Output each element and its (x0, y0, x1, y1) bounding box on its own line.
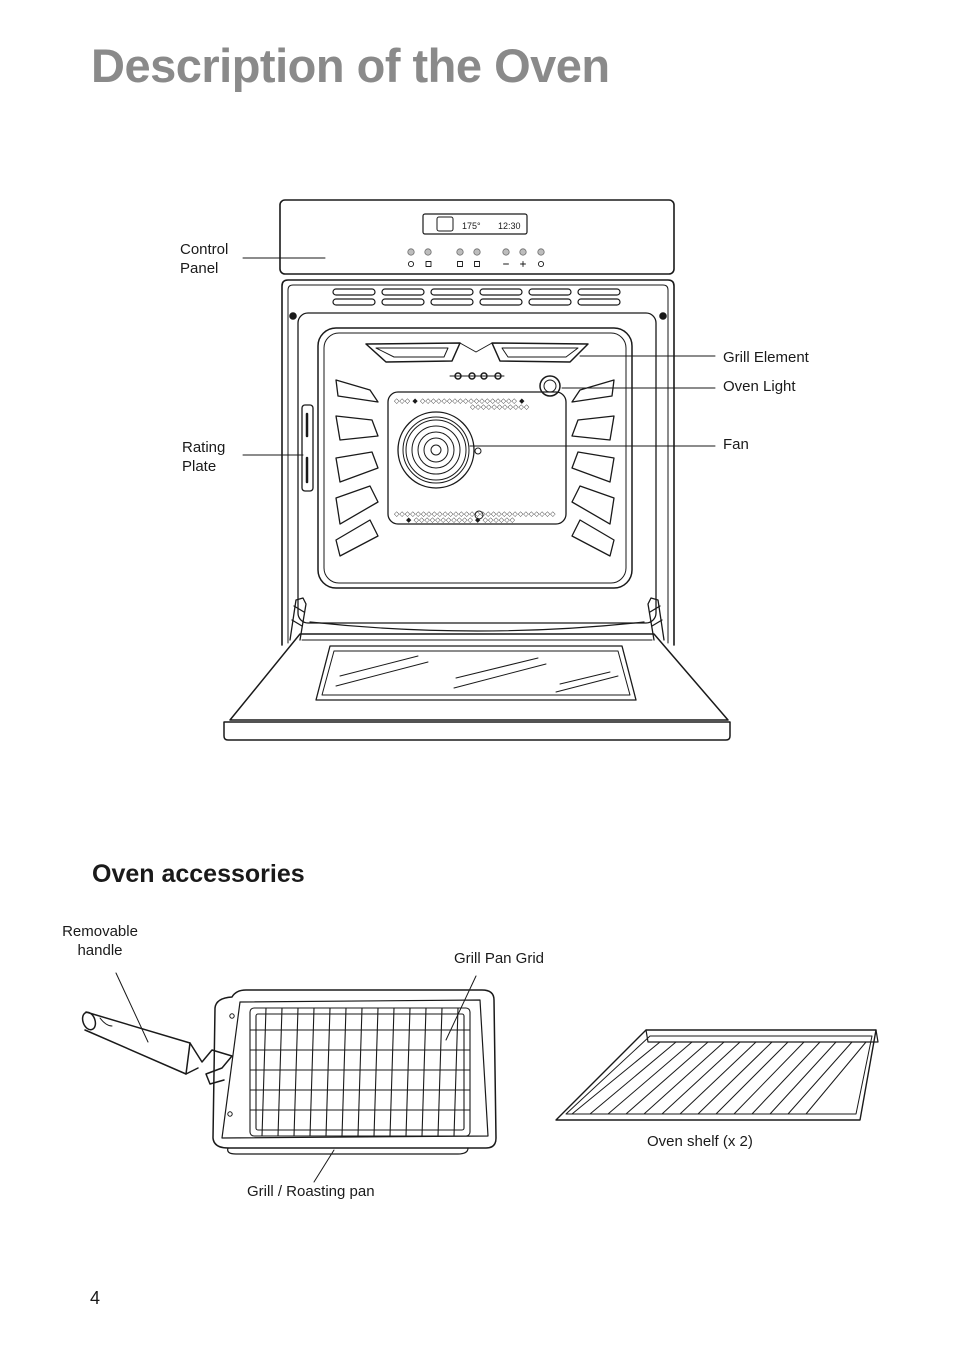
grill-mode-icon (475, 262, 480, 267)
label-grill-element: Grill Element (723, 349, 809, 366)
clock-icon (408, 261, 413, 266)
page-title: Description of the Oven (91, 39, 610, 92)
oven-cavity-frame (298, 313, 656, 623)
grill-element (366, 343, 588, 379)
fan-mode-icon (458, 262, 463, 267)
plus-icon (521, 262, 526, 267)
removable-handle (80, 1010, 232, 1084)
oven-diagram: 175° 12:30 (0, 0, 954, 800)
fan (398, 412, 483, 519)
control-buttons (408, 249, 544, 255)
label-oven-light: Oven Light (723, 378, 796, 395)
label-oven-shelf: Oven shelf (x 2) (647, 1133, 753, 1150)
rating-plate (302, 405, 313, 491)
oven-shelf (556, 1030, 878, 1120)
svg-text:◆ ◇◇◇◇◇◇◇◇◇◇◇ ◆ ◇◇◇◇◇◇: ◆ ◇◇◇◇◇◇◇◇◇◇◇ ◆ ◇◇◇◇◇◇ (406, 516, 516, 524)
svg-text:◇◇◇◇◇◇◇◇◇◇◇: ◇◇◇◇◇◇◇◇◇◇◇ (470, 403, 530, 411)
display-window (423, 214, 527, 234)
door-glass-reflection (336, 656, 618, 692)
svg-text:◇◇◇ ◆ ◇◇◇◇◇◇◇◇◇◇◇◇◇◇◇◇◇◇ ◆: ◇◇◇ ◆ ◇◇◇◇◇◇◇◇◇◇◇◇◇◇◇◇◇◇ ◆ (394, 397, 525, 405)
fan-back-panel (388, 392, 566, 524)
shelf-runners-left (336, 380, 378, 556)
leader-lines (243, 258, 715, 455)
oven-body (282, 280, 674, 645)
section-title-accessories: Oven accessories (92, 860, 305, 888)
door-hinges (290, 598, 664, 640)
power-icon (538, 261, 543, 266)
label-grill-roasting-pan: Grill / Roasting pan (247, 1183, 375, 1200)
timer-icon (426, 262, 431, 267)
accessory-leader-lines (116, 973, 476, 1182)
grill-pan-grid (250, 1008, 470, 1136)
label-rating-plate: Rating Plate (182, 439, 226, 475)
oven-door (224, 634, 730, 740)
label-fan: Fan (723, 436, 749, 453)
grill-roasting-pan (213, 990, 496, 1154)
page-number: 4 (90, 1288, 101, 1308)
control-panel (280, 200, 674, 274)
display-temperature: 175° (462, 221, 481, 231)
shelf-runners-right (572, 380, 614, 556)
label-grill-pan-grid: Grill Pan Grid (454, 950, 545, 967)
label-removable-handle: Removable handle (62, 923, 138, 959)
display-time: 12:30 (498, 221, 521, 231)
vent-slots (333, 289, 620, 305)
label-control-panel: Control Panel (180, 241, 229, 277)
